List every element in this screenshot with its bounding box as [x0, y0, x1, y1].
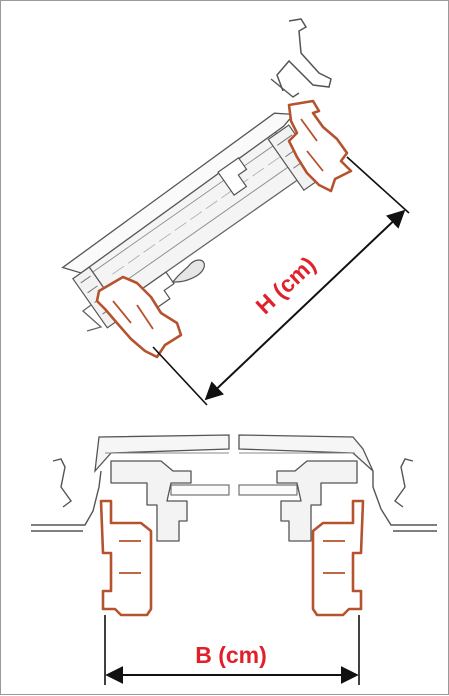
sash-profile-right — [276, 460, 358, 542]
height-label: H (cm) — [251, 251, 321, 319]
sash-cover — [61, 112, 295, 274]
tilted-window-section — [61, 18, 353, 359]
width-dimension: B (cm) — [104, 615, 360, 685]
frame-profile-right — [311, 499, 365, 617]
handle-grip — [171, 259, 205, 283]
height-dimension-arrow — [204, 209, 406, 401]
width-label: B (cm) — [195, 642, 267, 668]
sash-profile-left — [110, 460, 192, 542]
roof-line-left — [31, 470, 102, 526]
flashing-hook — [276, 18, 332, 92]
frame-profile-left — [99, 499, 153, 617]
sash-cover-left — [94, 434, 230, 473]
roof-line-right — [372, 471, 437, 526]
frame-profile-bottom — [95, 275, 183, 359]
horizontal-window-section — [31, 434, 437, 617]
